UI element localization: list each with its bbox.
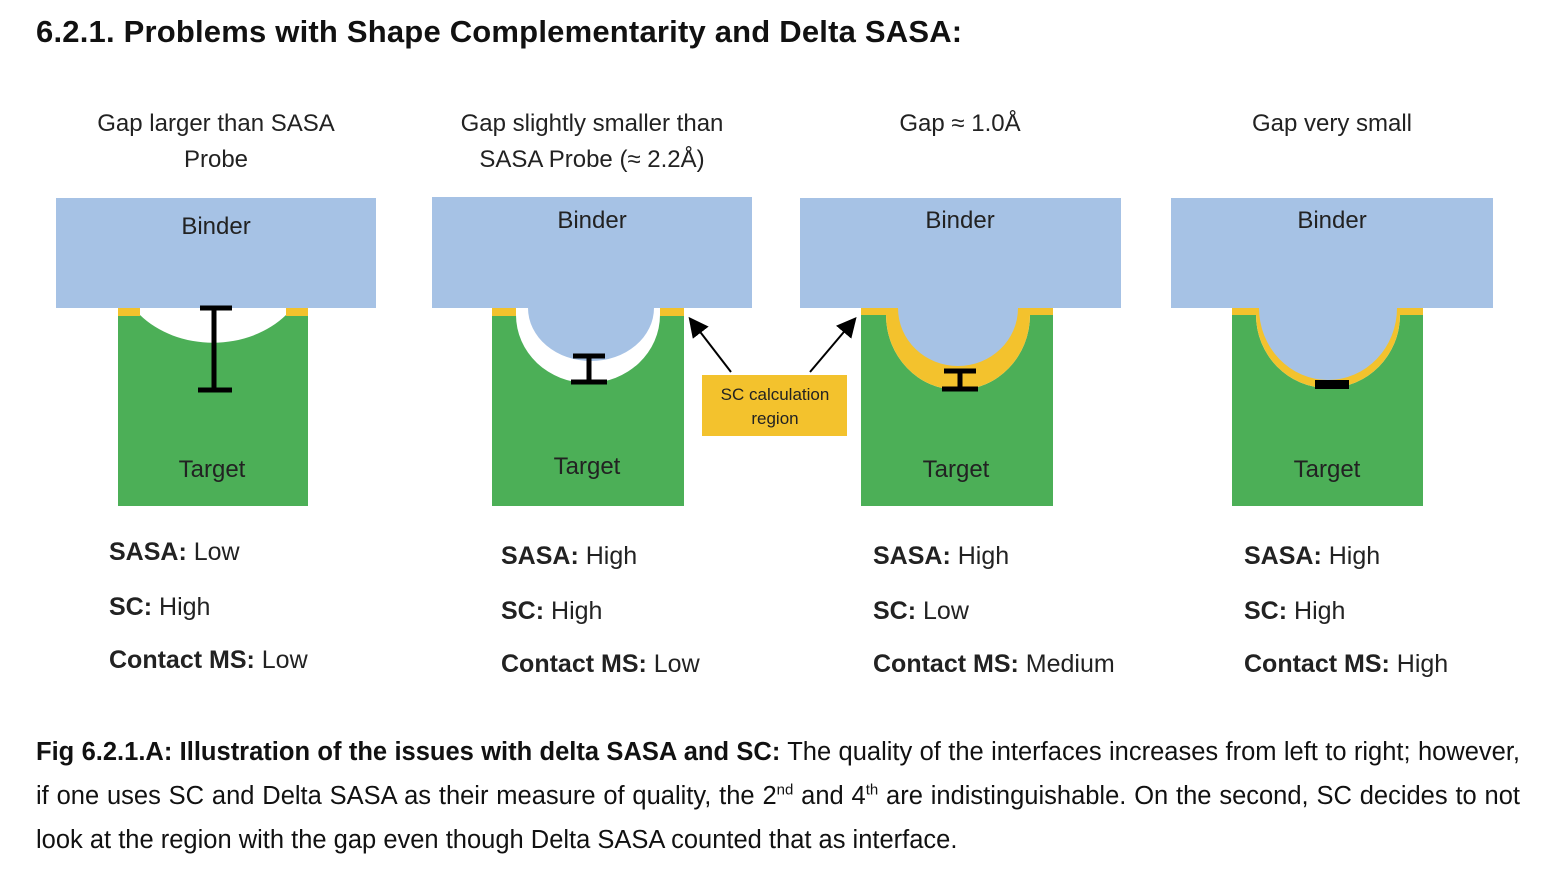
panel-4-target-label: Target <box>1294 456 1361 483</box>
panel-4-target <box>1232 315 1423 506</box>
panel-4-header-line2: Gap very small <box>1251 110 1413 137</box>
caption-title: Fig 6.2.1.A: Illustration of the issues … <box>36 738 781 766</box>
contact-ms-key: Contact MS: <box>1244 650 1390 678</box>
panel-2-contact-ms: Contact MS: Low <box>501 650 700 679</box>
panel-1-diagram: Binder Target <box>56 198 376 506</box>
panel-3-binder-label: Binder <box>925 207 994 234</box>
caption-sup-1: nd <box>776 781 794 799</box>
sasa-key: SASA: <box>501 542 579 570</box>
panel-1-contact-ms: Contact MS: Low <box>109 646 308 675</box>
panel-4-binder-label: Binder <box>1297 207 1366 234</box>
panel-1-binder-label: Binder <box>181 213 250 240</box>
sasa-value: High <box>957 542 1010 570</box>
sc-key: SC: <box>873 597 917 625</box>
panel-3-binder <box>800 198 1121 366</box>
sasa-key: SASA: <box>1244 542 1322 570</box>
panel-4-sasa: SASA: High <box>1244 542 1380 571</box>
panel-2-header-line2: SASA Probe (≈ 2.2Å) <box>479 146 705 173</box>
panel-3-header-line2: Gap ≈ 1.0Å <box>899 110 1021 137</box>
panel-3-header: Gap ≈ 1.0Å <box>800 106 1120 142</box>
contact-ms-value: Low <box>653 650 700 678</box>
panel-3-sasa: SASA: High <box>873 542 1009 571</box>
contact-ms-key: Contact MS: <box>501 650 647 678</box>
section-heading: 6.2.1. Problems with Shape Complementari… <box>36 14 963 49</box>
panel-4-binder <box>1171 198 1493 380</box>
panel-2-binder <box>432 197 752 361</box>
panel-1-sc-edge-right <box>286 308 308 316</box>
panel-2-diagram: Binder Target <box>432 197 752 506</box>
sc-key: SC: <box>501 597 545 625</box>
panel-1-header: Gap larger than SASA Probe <box>56 106 376 178</box>
panel-2-header: Gap slightly smaller than SASA Probe (≈ … <box>432 106 752 178</box>
panel-1-sc: SC: High <box>109 593 210 622</box>
sasa-key: SASA: <box>109 538 187 566</box>
panel-1-target <box>118 315 308 506</box>
panel-1-sc-edge-left <box>118 308 140 316</box>
figure-caption: Fig 6.2.1.A: Illustration of the issues … <box>36 730 1520 862</box>
panel-2-sasa: SASA: High <box>501 542 637 571</box>
panel-3-target-label: Target <box>923 456 990 483</box>
sasa-value: High <box>1328 542 1381 570</box>
callout-line1: SC calculation <box>721 385 830 404</box>
panel-3-diagram: Binder Target <box>800 198 1121 506</box>
callout-arrow-right <box>809 316 857 373</box>
contact-ms-key: Contact MS: <box>873 650 1019 678</box>
panel-4-contact-ms: Contact MS: High <box>1244 650 1448 679</box>
caption-text-3: are indistinguishable. On the second, SC… <box>36 782 1520 854</box>
panel-1-header-line2: Probe <box>183 146 249 173</box>
caption-text-1: The quality of the interfaces increases … <box>36 738 1520 810</box>
panel-4-sc: SC: High <box>1244 597 1345 626</box>
panel-4-diagram: Binder Target <box>1171 198 1493 506</box>
panel-4-gap-marker <box>1315 380 1349 389</box>
caption-sup-2: th <box>865 781 879 799</box>
panel-2-target-label: Target <box>554 453 621 480</box>
panel-1-binder <box>56 198 376 308</box>
sc-value: High <box>159 593 211 621</box>
contact-ms-key: Contact MS: <box>109 646 255 674</box>
caption-text-2: and 4 <box>793 782 866 810</box>
callout-box <box>702 375 847 436</box>
sc-value: Low <box>923 597 969 625</box>
panel-2-sc-edge-left <box>492 308 516 316</box>
panel-3-contact-ms: Contact MS: Medium <box>873 650 1115 679</box>
contact-ms-value: Medium <box>1025 650 1115 678</box>
panel-3-gap-marker <box>942 368 978 392</box>
panel-2-sc-edge-right <box>660 308 684 316</box>
panel-1-sasa: SASA: Low <box>109 538 240 567</box>
sasa-value: High <box>585 542 638 570</box>
sc-key: SC: <box>1244 597 1288 625</box>
panel-3-sc: SC: Low <box>873 597 969 626</box>
sc-value: High <box>551 597 603 625</box>
panel-2-target <box>492 315 684 506</box>
panel-2-binder-label: Binder <box>557 207 626 234</box>
panel-4-header: Gap very small <box>1172 106 1492 142</box>
contact-ms-value: Low <box>261 646 308 674</box>
panel-2-header-line1: Gap slightly smaller than <box>460 110 724 137</box>
panel-2-sc: SC: High <box>501 597 602 626</box>
panel-1-target-label: Target <box>179 456 246 483</box>
contact-ms-value: High <box>1396 650 1449 678</box>
sasa-key: SASA: <box>873 542 951 570</box>
callout-line2: region <box>751 409 798 428</box>
sc-region-callout: SC calculation region <box>688 316 857 436</box>
sc-value: High <box>1294 597 1346 625</box>
panel-1-header-line1: Gap larger than SASA <box>97 110 335 137</box>
panel-2-gap-marker <box>571 353 607 385</box>
sc-key: SC: <box>109 593 153 621</box>
callout-arrow-left <box>688 316 732 373</box>
panel-3-target <box>861 315 1053 506</box>
sasa-value: Low <box>193 538 240 566</box>
panel-1-gap-marker <box>198 305 232 393</box>
